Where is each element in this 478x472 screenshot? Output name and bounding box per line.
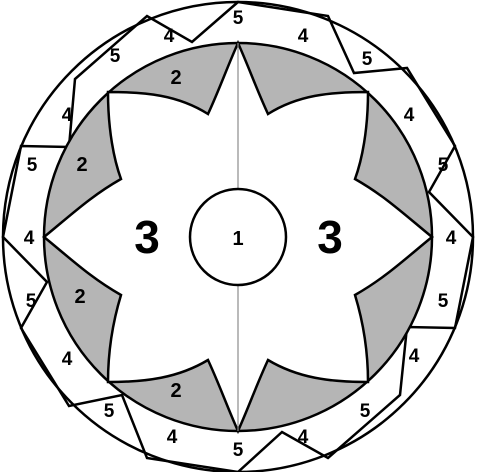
- label-five-1: 5: [233, 8, 244, 29]
- label-four-8: 4: [409, 346, 420, 367]
- label-five-9: 5: [360, 401, 371, 422]
- label-four-5: 4: [24, 228, 35, 249]
- label-five-7: 5: [438, 291, 449, 312]
- label-two-lower-left: 2: [74, 286, 85, 308]
- label-four-9: 4: [167, 427, 178, 448]
- label-five-3: 5: [362, 49, 373, 70]
- label-two-bottom: 2: [170, 380, 181, 402]
- label-four-2: 4: [298, 26, 309, 47]
- label-four-1: 4: [164, 26, 175, 47]
- label-center: 1: [232, 228, 243, 250]
- label-five-10: 5: [233, 440, 244, 461]
- label-four-10: 4: [298, 427, 309, 448]
- label-five-4: 5: [27, 155, 38, 176]
- label-five-8: 5: [104, 401, 115, 422]
- label-five-6: 5: [26, 291, 37, 312]
- label-two-upper-left: 2: [76, 154, 87, 176]
- label-four-3: 4: [62, 105, 73, 126]
- label-three-left: 3: [134, 211, 160, 263]
- label-two-top: 2: [170, 67, 181, 89]
- label-five-2: 5: [110, 46, 121, 67]
- label-four-6: 4: [446, 228, 457, 249]
- label-four-4: 4: [404, 105, 415, 126]
- label-three-right: 3: [317, 211, 343, 263]
- label-four-7: 4: [62, 349, 73, 370]
- label-five-5: 5: [438, 155, 449, 176]
- center-circle: [188, 187, 288, 287]
